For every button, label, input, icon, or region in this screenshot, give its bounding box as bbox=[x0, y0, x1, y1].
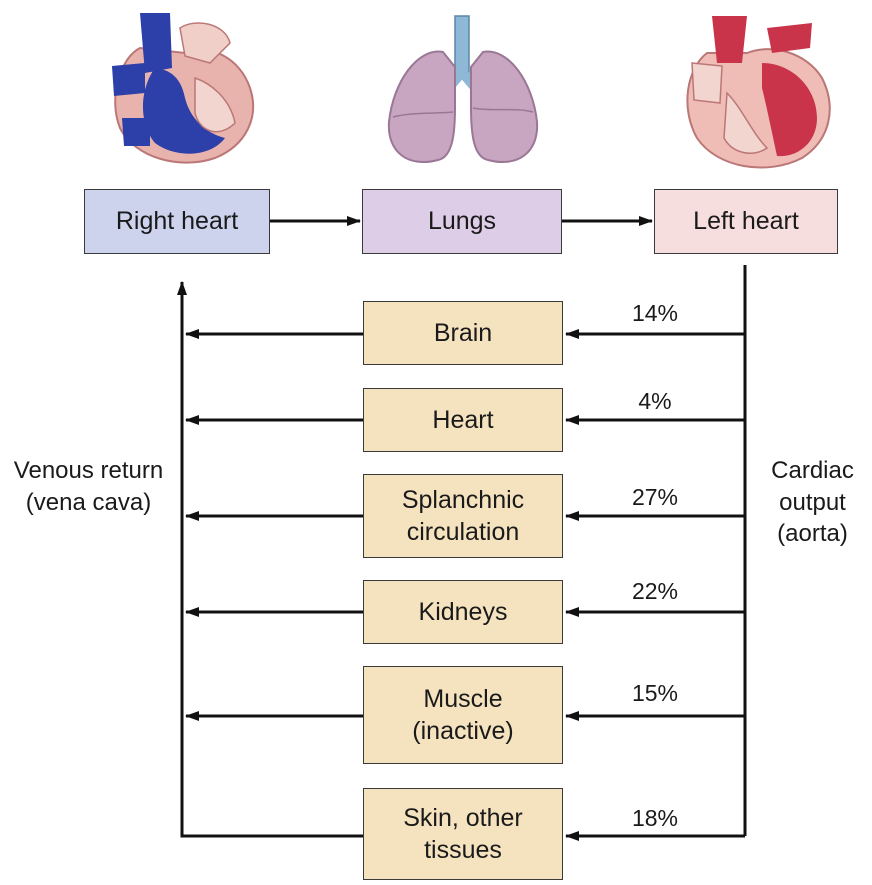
vena-cava-line bbox=[182, 284, 363, 836]
